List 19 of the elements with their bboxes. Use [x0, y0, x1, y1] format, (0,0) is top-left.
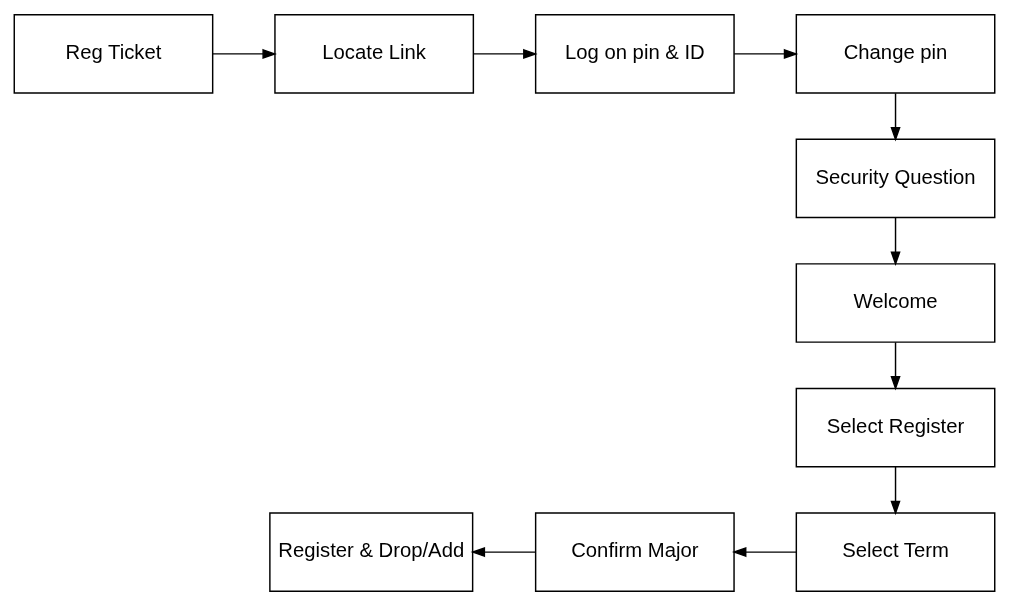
arrow: [733, 48, 799, 59]
arrow: [890, 341, 901, 391]
node-box: Register & Drop/Add: [269, 511, 474, 592]
node-box: Select Register: [795, 387, 996, 467]
node-box: Confirm Major: [534, 511, 735, 592]
arrow: [890, 92, 901, 141]
node-box: Security Question: [795, 138, 996, 218]
node-box: Reg Ticket: [13, 13, 214, 94]
node-box: Change pin: [795, 13, 996, 94]
arrow: [890, 465, 901, 515]
node-box: Log on pin & ID: [534, 13, 735, 94]
node-box: Welcome: [795, 262, 996, 343]
node-box: Select Term: [795, 511, 996, 592]
arrow: [470, 546, 537, 557]
node-box: Locate Link: [274, 13, 475, 94]
arrow: [731, 546, 797, 557]
arrow: [472, 48, 538, 59]
arrow: [212, 48, 277, 59]
arrow: [890, 216, 901, 266]
